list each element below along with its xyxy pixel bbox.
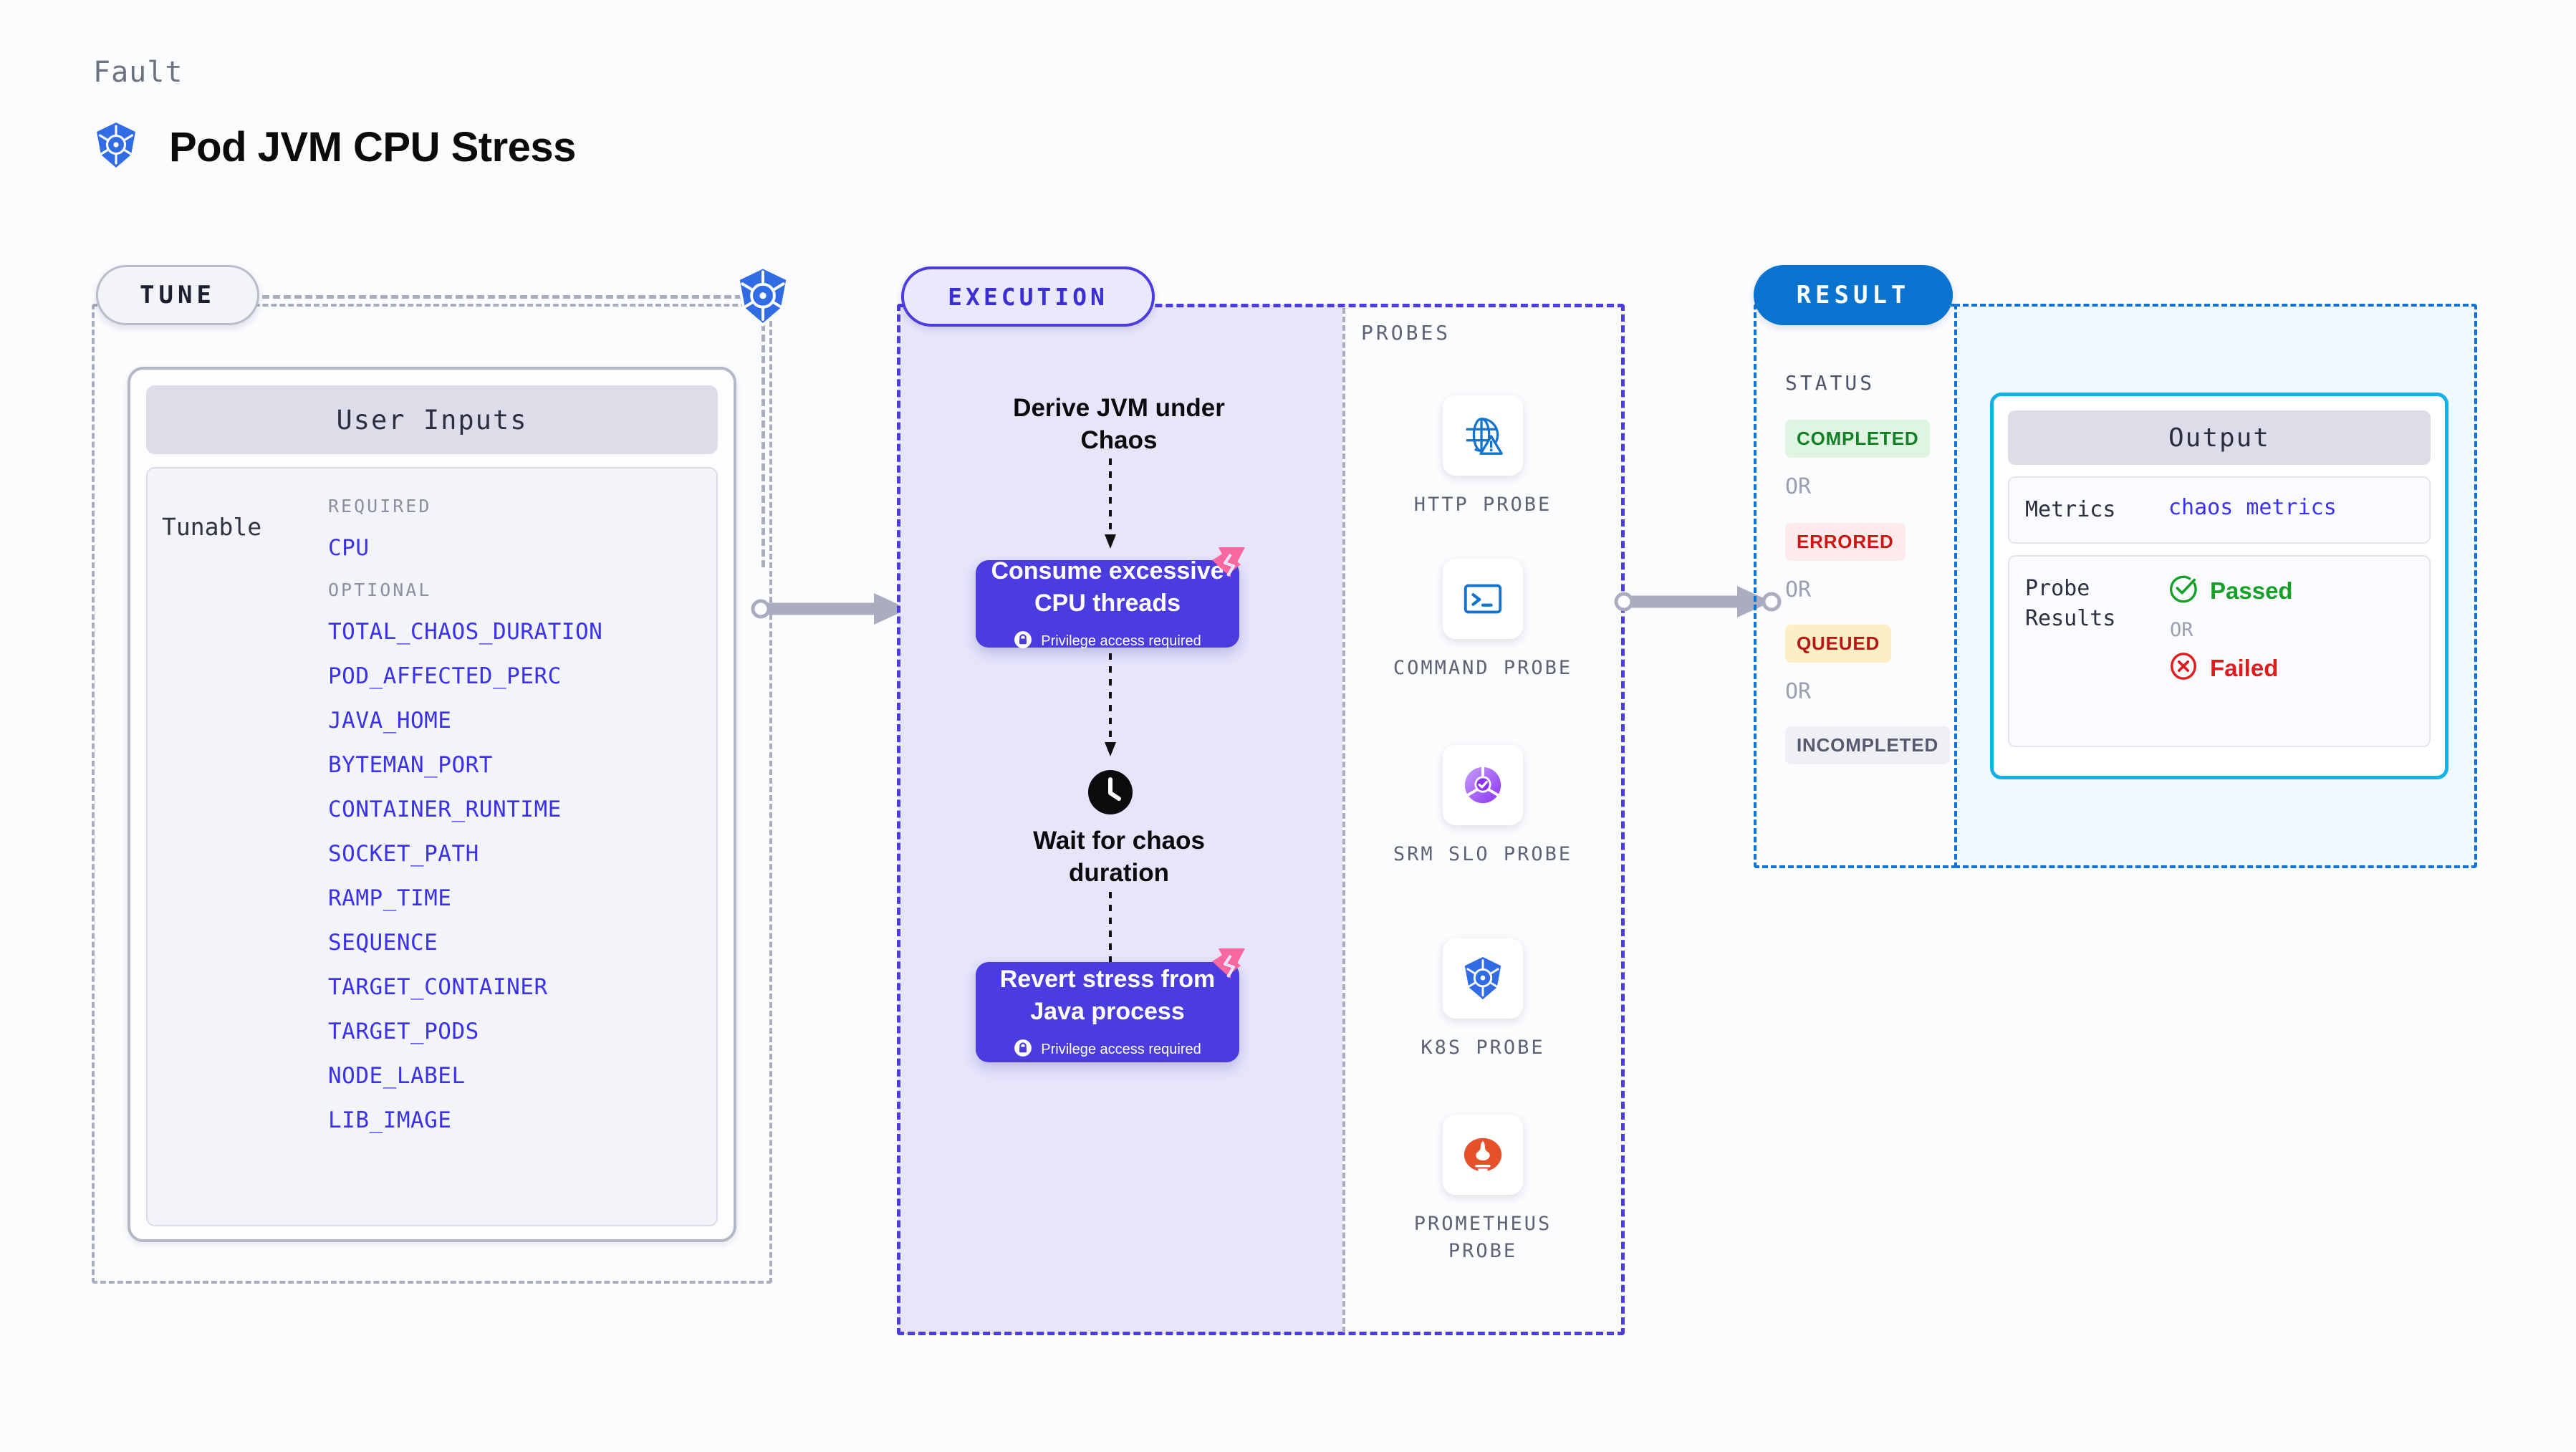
output-metrics-value[interactable]: chaos metrics <box>2168 495 2337 520</box>
probe-k8s[interactable]: K8S PROBE <box>1375 938 1590 1062</box>
tunable-item[interactable]: CONTAINER_RUNTIME <box>328 797 562 822</box>
probe-failed: Failed <box>2168 651 2293 685</box>
status-or-3: OR <box>1785 679 1812 704</box>
execution-fill <box>898 305 1342 1334</box>
tune-region <box>92 304 772 1284</box>
tunable-item[interactable]: NODE_LABEL <box>328 1063 466 1089</box>
execution-step-derive: Derive JVM under Chaos <box>1013 394 1225 454</box>
page-eyebrow: Fault <box>93 56 183 89</box>
kubernetes-icon <box>93 122 139 173</box>
kubernetes-icon <box>734 266 792 327</box>
probe-http[interactable]: HTTP PROBE <box>1375 395 1590 519</box>
tunable-item[interactable]: POD_AFFECTED_PERC <box>328 663 562 689</box>
probe-http-label: HTTP PROBE <box>1413 494 1552 516</box>
privilege-note-2: Privilege access required <box>1014 1039 1201 1061</box>
tunable-group-heading: OPTIONAL <box>328 580 432 600</box>
execution-pill[interactable]: EXECUTION <box>901 266 1155 327</box>
user-inputs-header: User Inputs <box>146 385 718 454</box>
status-badge-incompleted: INCOMPLETED <box>1785 726 1951 764</box>
probe-command-label: COMMAND PROBE <box>1393 657 1573 679</box>
tunable-item[interactable]: SEQUENCE <box>328 930 438 956</box>
probe-prometheus[interactable]: PROMETHEUS PROBE <box>1375 1115 1590 1266</box>
tunable-item[interactable]: BYTEMAN_PORT <box>328 752 493 778</box>
status-or-1: OR <box>1785 474 1812 499</box>
status-badge-completed: COMPLETED <box>1785 420 1931 458</box>
output-metrics-row: Metrics chaos metrics <box>2008 476 2431 544</box>
kubernetes-icon <box>1443 938 1523 1019</box>
k8s-node-dropline <box>761 324 765 567</box>
tunable-list: REQUIRED CPU OPTIONAL TOTAL_CHAOS_DURATION P… <box>328 489 702 1211</box>
privilege-note-text: Privilege access required <box>1041 633 1201 649</box>
privilege-note-text-2: Privilege access required <box>1041 1041 1201 1057</box>
lock-icon <box>1014 630 1032 653</box>
status-or-2: OR <box>1785 577 1812 602</box>
privilege-note: Privilege access required <box>1014 630 1201 653</box>
output-probe-key: Probe Results <box>2025 576 2116 631</box>
output-probe-results-row: Probe Results Passed OR <box>2008 555 2431 747</box>
probes-title: PROBES <box>1361 321 1451 345</box>
result-pill[interactable]: RESULT <box>1754 265 1953 325</box>
status-title: STATUS <box>1785 371 1875 395</box>
page-title: Pod JVM CPU Stress <box>169 124 576 170</box>
tune-connector-line <box>262 295 742 299</box>
probe-k8s-label: K8S PROBE <box>1421 1037 1545 1059</box>
execution-step-wait: Wait for chaos duration <box>1033 827 1205 887</box>
tune-pill[interactable]: TUNE <box>96 265 259 325</box>
probe-command[interactable]: COMMAND PROBE <box>1375 559 1590 682</box>
probes-divider <box>1342 308 1345 1332</box>
litmus-icon <box>1209 544 1249 585</box>
tunable-item[interactable]: SOCKET_PATH <box>328 841 479 867</box>
globe-warning-icon <box>1443 395 1523 476</box>
x-circle-icon <box>2168 651 2198 685</box>
tunable-item[interactable]: TOTAL_CHAOS_DURATION <box>328 619 603 645</box>
execution-step-consume[interactable]: Consume excessive CPU threads Privilege … <box>976 557 1239 649</box>
execution-region <box>897 304 1625 1335</box>
execution-step-revert-label: Revert stress from Java process <box>999 966 1216 1025</box>
probe-failed-label: Failed <box>2210 654 2279 681</box>
srm-slo-icon <box>1443 745 1523 825</box>
clock-icon <box>1088 770 1133 818</box>
tunable-row-label: Tunable <box>162 513 262 541</box>
probe-prometheus-label: PROMETHEUS PROBE <box>1413 1213 1552 1263</box>
page-title-row: Pod JVM CPU Stress <box>93 122 576 173</box>
tunable-item[interactable]: LIB_IMAGE <box>328 1107 452 1133</box>
probe-passed-label: Passed <box>2210 577 2293 604</box>
probe-passed: Passed <box>2168 574 2293 607</box>
exec-arrow-2 <box>1105 653 1116 756</box>
lock-icon <box>1014 1039 1032 1061</box>
output-probe-values: Passed OR Failed <box>2168 574 2293 729</box>
execution-step-revert[interactable]: Revert stress from Java process Privileg… <box>976 962 1239 1062</box>
terminal-icon <box>1443 559 1523 639</box>
tunable-item[interactable]: RAMP_TIME <box>328 885 452 911</box>
status-badge-errored: ERRORED <box>1785 523 1905 561</box>
probe-srm-slo-label: SRM SLO PROBE <box>1393 843 1573 865</box>
litmus-icon <box>1209 946 1249 986</box>
status-badge-queued: QUEUED <box>1785 625 1892 663</box>
tunable-item[interactable]: JAVA_HOME <box>328 708 452 734</box>
exec-arrow-1 <box>1105 458 1116 549</box>
user-inputs-body: Tunable REQUIRED CPU OPTIONAL TOTAL_CHAOS_D… <box>146 467 718 1226</box>
execution-step-consume-label: Consume excessive CPU threads <box>991 557 1224 617</box>
prometheus-icon <box>1443 1115 1523 1195</box>
output-card: Output Metrics chaos metrics Probe Resul… <box>1990 393 2448 779</box>
probe-or: OR <box>2170 619 2193 641</box>
output-header: Output <box>2008 410 2431 465</box>
tunable-item[interactable]: TARGET_PODS <box>328 1019 479 1044</box>
tunable-item[interactable]: CPU <box>328 535 370 561</box>
probe-srm-slo[interactable]: SRM SLO PROBE <box>1375 745 1590 868</box>
output-metrics-key: Metrics <box>2025 497 2116 522</box>
tunable-item[interactable]: TARGET_CONTAINER <box>328 974 548 1000</box>
tunable-group-heading: REQUIRED <box>328 496 432 516</box>
check-circle-icon <box>2168 574 2198 607</box>
